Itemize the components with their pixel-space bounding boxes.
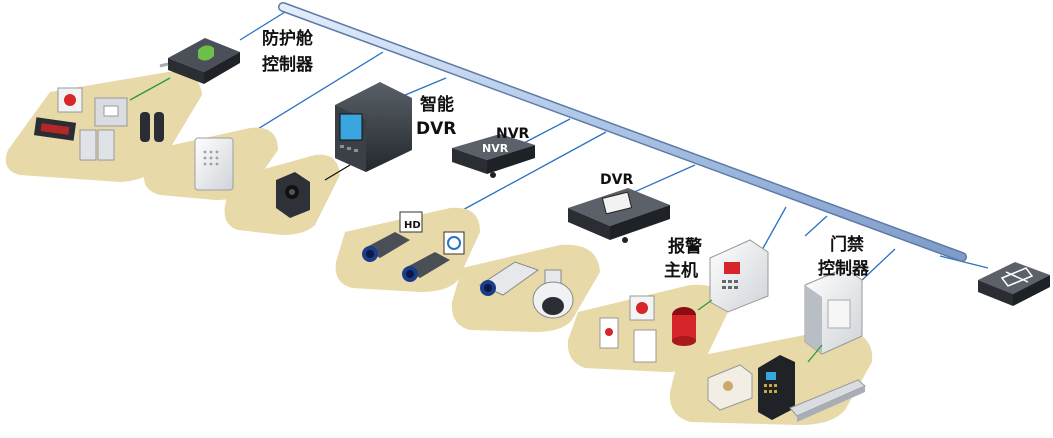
label-access-controller-1: 门禁 [830, 234, 864, 255]
nvr-device: NVR [452, 134, 535, 178]
alarm-host-device [709, 239, 769, 313]
label-shield-controller-1: 防护舱 [262, 28, 314, 49]
dome-camera-icon [478, 261, 574, 319]
network-links [239, 11, 989, 283]
hd-camera-group: HD [362, 211, 465, 282]
alarm-sensor-group [599, 295, 657, 363]
local-link [807, 344, 823, 363]
access-controller-device [804, 267, 863, 355]
device-labels: 防护舱 控制器 智能 DVR NVR DVR 报警 主机 门禁 控制器 [262, 28, 870, 281]
switch-icon [978, 262, 1050, 306]
local-link [129, 77, 171, 101]
card-reader-icon [707, 355, 866, 422]
nvr-device-label: NVR [482, 142, 509, 155]
label-dvr: DVR [600, 172, 633, 188]
alarm-device-cluster [33, 87, 164, 161]
label-smart-dvr-2: DVR [416, 119, 456, 139]
platform-alarm-sensors [567, 284, 728, 372]
keypad-icon [764, 384, 777, 393]
speaker-icon [194, 137, 234, 191]
network-backbone [278, 2, 967, 262]
label-nvr: NVR [496, 126, 530, 142]
local-link [697, 299, 713, 311]
label-shield-controller-2: 控制器 [262, 54, 314, 75]
local-link [324, 164, 351, 181]
shield-controller-icon [159, 38, 240, 84]
hd-badge: HD [404, 220, 421, 231]
smart-dvr-device [335, 82, 412, 172]
camera-icon [276, 172, 310, 218]
dvr-device [568, 188, 670, 243]
label-smart-dvr-1: 智能 [420, 94, 454, 115]
label-access-controller-2: 控制器 [818, 258, 870, 279]
label-alarm-host-2: 主机 [664, 260, 698, 281]
siren-icon [672, 307, 696, 346]
label-alarm-host-1: 报警 [668, 236, 702, 257]
platform-hd-cameras [335, 207, 480, 292]
